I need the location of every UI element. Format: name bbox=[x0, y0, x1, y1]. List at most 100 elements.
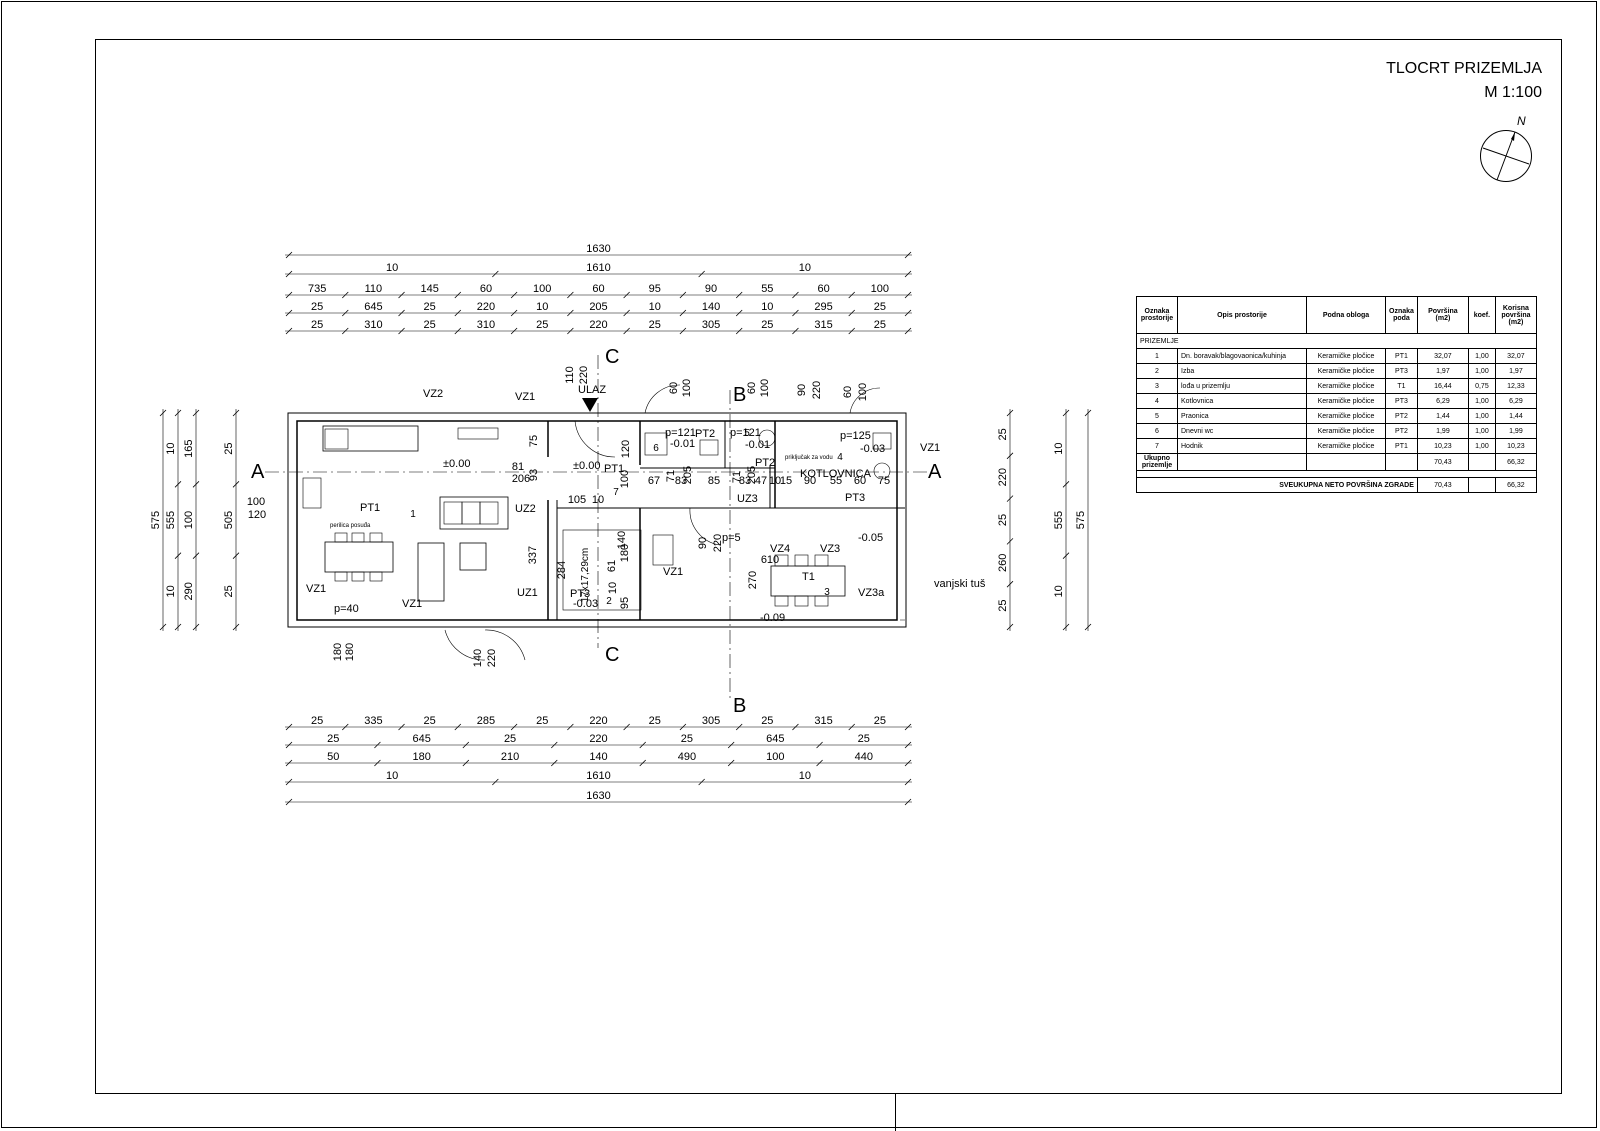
dimension-tick bbox=[679, 309, 687, 317]
dimension-value: 260 bbox=[997, 554, 1009, 572]
dimension-value: 10 bbox=[799, 262, 811, 274]
dimension-tick bbox=[285, 741, 293, 749]
interior-dimension: 75 bbox=[528, 435, 540, 447]
table-cell: PT2 bbox=[1385, 408, 1418, 424]
room-number: 7 bbox=[613, 487, 619, 498]
section-marker-c-bottom: C bbox=[605, 644, 619, 666]
dimension-value: 25 bbox=[649, 715, 661, 727]
table-header: Oznaka prostorije bbox=[1136, 296, 1178, 334]
dimension-tick bbox=[285, 723, 293, 731]
dimension-value: 25 bbox=[874, 301, 886, 313]
dimension-value: 25 bbox=[327, 733, 339, 745]
table-cell: 4 bbox=[1136, 393, 1178, 409]
floor-code: PT3 bbox=[570, 588, 590, 600]
interior-dimension: 15 bbox=[780, 475, 792, 487]
interior-dimension: 60 bbox=[842, 386, 854, 398]
interior-dimension: 10 bbox=[592, 494, 604, 506]
dimension-tick bbox=[232, 481, 240, 488]
level-mark: ±0.00 bbox=[443, 458, 470, 470]
dimension-tick bbox=[1006, 580, 1014, 588]
table-cell: Hodnik bbox=[1177, 438, 1307, 454]
interior-dimension: 205 bbox=[682, 466, 694, 484]
interior-dimension: 205 bbox=[746, 466, 758, 484]
dimension-value: 10 bbox=[799, 770, 811, 782]
dimension-tick bbox=[679, 723, 687, 731]
dimension-value: 305 bbox=[702, 715, 720, 727]
dimension-tick bbox=[623, 309, 630, 317]
dimension-value: 25 bbox=[424, 715, 436, 727]
drawing-element bbox=[758, 429, 776, 447]
drawing-element bbox=[873, 462, 891, 480]
dimension-tick bbox=[285, 291, 293, 299]
table-cell: 1,00 bbox=[1467, 438, 1496, 454]
sill-height: p=5 bbox=[722, 532, 741, 544]
dimension-tick bbox=[1084, 409, 1092, 417]
dimension-tick bbox=[510, 723, 518, 731]
interior-dimension: 47 bbox=[755, 475, 767, 487]
dimension-value: 220 bbox=[589, 319, 607, 331]
drawing-element bbox=[302, 477, 322, 509]
drawing-element bbox=[794, 595, 809, 607]
dimension-tick bbox=[192, 481, 200, 488]
dimension-value: 440 bbox=[855, 751, 873, 763]
drawing-element bbox=[794, 554, 809, 567]
dimension-tick bbox=[698, 270, 705, 278]
drawing-element bbox=[872, 432, 892, 450]
dimension-value: 60 bbox=[592, 283, 604, 295]
dimension-tick bbox=[904, 723, 912, 731]
interior-dimension: 61 bbox=[606, 560, 618, 572]
table-cell: 6,29 bbox=[1494, 393, 1537, 409]
dimension-value: 285 bbox=[477, 715, 495, 727]
dimension-tick bbox=[679, 291, 687, 299]
dimension-value: 290 bbox=[183, 582, 195, 600]
dimension-tick bbox=[848, 327, 856, 335]
dimension-value: 220 bbox=[589, 733, 607, 745]
dimension-tick bbox=[551, 741, 558, 749]
floor-code: PT1 bbox=[360, 502, 380, 514]
drawing-element bbox=[417, 542, 445, 602]
dimension-value: 10 bbox=[386, 770, 398, 782]
dimension-tick bbox=[398, 327, 405, 335]
dimension-value: 25 bbox=[681, 733, 693, 745]
dimension-tick bbox=[623, 291, 630, 299]
entrance-label: ULAZ bbox=[578, 384, 606, 396]
interior-dimension: 110 bbox=[564, 366, 576, 384]
dimension-value: 335 bbox=[364, 715, 382, 727]
subtotal-label: Ukupno prizemlje bbox=[1136, 453, 1178, 471]
dimension-tick bbox=[510, 309, 518, 317]
drawing-element bbox=[644, 384, 681, 414]
dimension-value: 100 bbox=[533, 283, 551, 295]
drawing-element bbox=[457, 427, 499, 440]
drawing-element: perilica posuđa priključak za vodu bbox=[330, 455, 833, 529]
dimension-value: 555 bbox=[1053, 511, 1065, 529]
drawing-element: 1 2 3 4 5 6 7 bbox=[410, 428, 843, 607]
drawing-frame bbox=[95, 39, 1562, 1094]
table-cell: Keramičke pločice bbox=[1306, 348, 1386, 364]
dimension-tick bbox=[341, 309, 349, 317]
dimension-value: 10 bbox=[1053, 585, 1065, 597]
table-section-label: PRIZEMLJE bbox=[1136, 333, 1537, 349]
dimension-tick bbox=[232, 623, 240, 631]
room-area-table: Oznaka prostorije Opis prostorije Podna … bbox=[1136, 296, 1537, 493]
interior-dimension: 60 bbox=[668, 382, 680, 394]
dimension-tick bbox=[792, 309, 799, 317]
window-code: VZ1 bbox=[920, 442, 940, 454]
floor-code: PT3 bbox=[845, 492, 865, 504]
table-cell: PT3 bbox=[1385, 363, 1418, 379]
dimension-value: 25 bbox=[424, 301, 436, 313]
dimension-value: 310 bbox=[364, 319, 382, 331]
dimension-tick bbox=[848, 291, 856, 299]
drawing-element bbox=[644, 432, 668, 456]
dimension-value: 645 bbox=[766, 733, 784, 745]
entrance-arrow-icon bbox=[582, 398, 598, 412]
dimension-value: 25 bbox=[997, 428, 1009, 440]
dimension-tick bbox=[904, 291, 912, 299]
table-cell: 5 bbox=[1136, 408, 1178, 424]
dimension-tick bbox=[285, 251, 293, 259]
table-cell: Keramičke pločice bbox=[1306, 393, 1386, 409]
window-code: VZ2 bbox=[423, 388, 443, 400]
dimension-value: 315 bbox=[814, 715, 832, 727]
dimension-value: 10 bbox=[761, 301, 773, 313]
